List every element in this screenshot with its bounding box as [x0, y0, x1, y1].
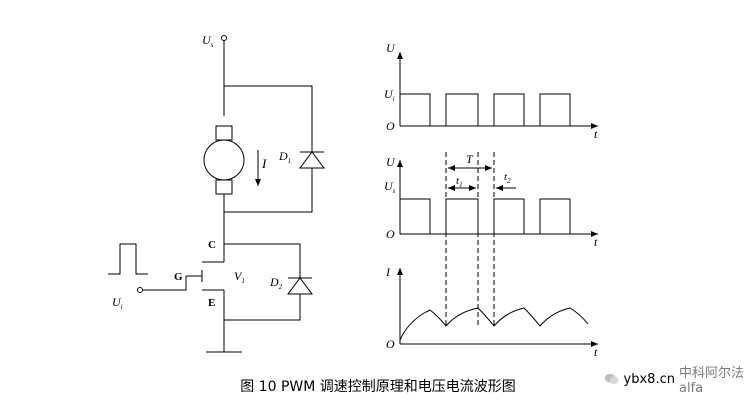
middle-level-label: U — [384, 179, 394, 193]
wechat-logo-icon — [604, 373, 619, 384]
top-y-label: U — [386, 41, 396, 55]
figure-caption: 图 10 PWM 调速控制原理和电压电流波形图 — [240, 379, 516, 395]
motor-brush-bottom — [215, 179, 233, 195]
d1-diode-icon — [299, 151, 325, 169]
supply-terminal — [221, 35, 227, 41]
t1-label-sub: 1 — [459, 181, 463, 189]
middle-y-label: U — [386, 155, 396, 169]
t2-label: t — [504, 171, 508, 183]
input-pulse-waveform — [108, 243, 148, 275]
d1-wire-bottom — [224, 168, 313, 213]
motor-brush-top — [215, 125, 233, 141]
middle-pulse-waveform — [399, 198, 571, 235]
middle-origin-label: O — [386, 227, 395, 241]
top-level-label: U — [384, 87, 394, 101]
current-waveform — [399, 307, 589, 341]
v1-label-sub: 1 — [241, 277, 245, 285]
svg-text:V1: V1 — [234, 269, 245, 285]
d1-label: D — [278, 149, 288, 163]
svg-text:Ui: Ui — [112, 295, 123, 311]
t2-label-sub: 2 — [507, 177, 511, 185]
bottom-x-label: t — [594, 345, 598, 359]
svg-text:t1: t1 — [456, 175, 463, 189]
svg-text:D2: D2 — [269, 275, 283, 291]
top-level-sub: i — [393, 95, 395, 103]
top-origin-label: O — [386, 119, 395, 133]
circuit-schematic — [108, 35, 325, 353]
waveform-axes — [397, 52, 598, 347]
input-terminal — [137, 287, 143, 293]
svg-text:t2: t2 — [504, 171, 511, 185]
watermark-account: 中科阿尔法alfa — [678, 366, 744, 396]
v1-label: V — [234, 269, 243, 283]
svg-text:Us: Us — [384, 179, 396, 195]
current-label: I — [261, 156, 267, 171]
ui-label: U — [112, 295, 122, 309]
circuit-labels: Us I D1 C G V1 D2 E Ui — [112, 33, 291, 311]
gate-label: G — [174, 271, 183, 283]
d2-wire-bottom — [224, 294, 301, 321]
middle-x-label: t — [594, 235, 598, 249]
bottom-y-label: I — [385, 265, 391, 279]
ui-label-sub: i — [121, 303, 123, 311]
svg-text:Ui: Ui — [384, 87, 395, 103]
svg-text:D1: D1 — [278, 149, 291, 165]
t1-label: t — [456, 175, 460, 187]
supply-label-sub: s — [211, 41, 214, 49]
gate-input-wire — [142, 276, 187, 291]
bottom-origin-label: O — [386, 337, 395, 351]
middle-level-sub: s — [393, 187, 396, 195]
d2-label: D — [269, 275, 279, 289]
emitter-label: E — [208, 297, 215, 309]
period-label: T — [466, 152, 474, 166]
d2-diode-icon — [287, 277, 313, 295]
collector-label: C — [208, 239, 216, 251]
d2-label-sub: 2 — [279, 283, 283, 291]
top-pulse-waveform — [399, 93, 571, 127]
svg-text:Us: Us — [202, 33, 214, 49]
d1-label-sub: 1 — [288, 157, 292, 165]
watermark: ybx8.cn 中科阿尔法alfa — [604, 366, 756, 396]
c-node-wire — [223, 240, 301, 278]
top-x-label: t — [594, 127, 598, 141]
top-rail-wire — [224, 85, 313, 146]
motor-icon — [203, 139, 245, 181]
supply-label: U — [202, 33, 212, 47]
waveform-labels: U Ui O t U Us O t T t1 t2 I O t — [384, 41, 598, 359]
watermark-site: ybx8.cn — [623, 371, 675, 387]
